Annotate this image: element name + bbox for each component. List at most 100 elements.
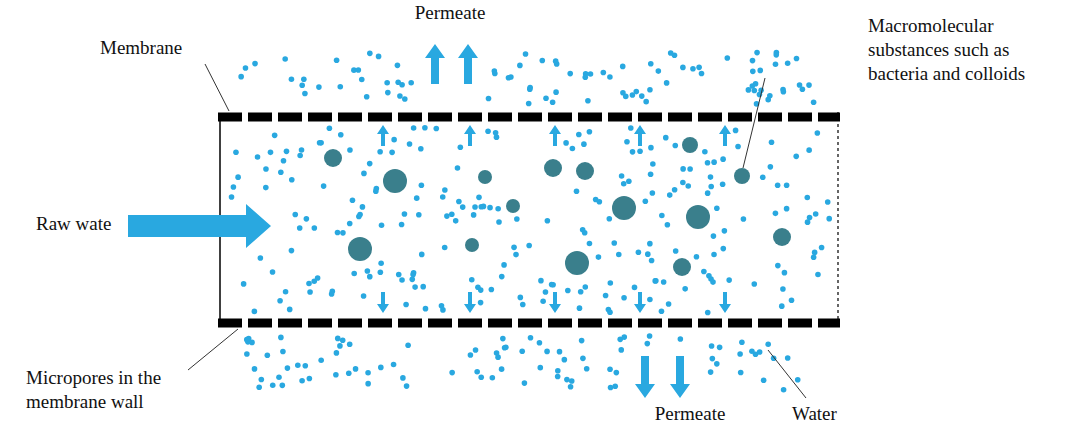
- water-molecule: [819, 245, 825, 251]
- water-molecule: [794, 56, 800, 62]
- water-molecule: [608, 385, 614, 391]
- water-molecule: [710, 279, 716, 285]
- water-molecule: [306, 281, 312, 287]
- water-molecule: [295, 362, 301, 368]
- water-molecule: [685, 183, 691, 189]
- water-molecule: [268, 150, 274, 156]
- water-molecule: [780, 286, 786, 292]
- water-molecule: [580, 356, 586, 362]
- water-molecule: [611, 240, 617, 246]
- water-molecule: [517, 63, 523, 69]
- water-molecule: [553, 89, 559, 95]
- water-molecule: [365, 381, 371, 387]
- water-molecule: [682, 286, 688, 292]
- water-molecule: [648, 171, 654, 177]
- water-molecule: [347, 147, 353, 153]
- water-molecule: [687, 166, 693, 172]
- water-molecule: [647, 297, 653, 303]
- water-molecule: [442, 245, 448, 251]
- water-molecule: [367, 161, 373, 167]
- water-molecule: [272, 133, 278, 139]
- water-molecule: [781, 387, 787, 393]
- water-molecule: [569, 378, 575, 384]
- water-molecule: [782, 270, 788, 276]
- macromolecule: [348, 237, 372, 261]
- water-molecule: [474, 369, 480, 375]
- macromolecule: [773, 228, 791, 246]
- water-molecule: [672, 53, 678, 59]
- water-molecule: [585, 98, 591, 104]
- flow-arrows: [377, 125, 731, 313]
- water-molecule: [825, 199, 831, 205]
- water-molecule: [492, 68, 498, 74]
- membrane-wall-bottom: [218, 319, 840, 328]
- water-molecule: [767, 93, 773, 99]
- water-molecule: [550, 282, 556, 288]
- water-molecule: [252, 366, 258, 372]
- water-molecule: [528, 335, 534, 341]
- water-molecule: [717, 345, 723, 351]
- water-molecule: [738, 370, 744, 376]
- water-molecule: [476, 195, 482, 201]
- macromolecule: [576, 162, 594, 180]
- water-molecule: [334, 57, 340, 63]
- macromolecule: [682, 137, 698, 153]
- water-molecule: [241, 281, 247, 287]
- flow-arrow-down: [377, 292, 389, 313]
- water-molecule: [612, 383, 618, 389]
- flow-arrow-down: [549, 292, 561, 313]
- water-molecule: [469, 277, 475, 283]
- water-molecule: [678, 336, 684, 342]
- water-molecule: [270, 382, 276, 388]
- water-molecule: [338, 132, 344, 138]
- water-molecule: [632, 285, 638, 291]
- water-molecule: [399, 277, 405, 283]
- water-molecule: [423, 306, 429, 312]
- water-molecule: [737, 351, 743, 357]
- water-molecule: [702, 149, 708, 155]
- water-molecule: [750, 58, 756, 64]
- water-molecule: [378, 365, 384, 371]
- water-molecule: [553, 58, 559, 64]
- macromolecule: [686, 205, 710, 229]
- water-molecule: [440, 194, 446, 200]
- water-molecule: [259, 377, 265, 383]
- water-molecule: [297, 225, 303, 231]
- raw-water-arrow: [128, 204, 271, 248]
- water-molecule: [757, 68, 763, 74]
- water-molecule: [726, 277, 732, 283]
- water-molecule: [643, 199, 649, 205]
- water-molecule: [587, 129, 593, 135]
- water-molecule: [337, 343, 343, 349]
- water-molecule: [495, 206, 501, 212]
- water-molecule: [555, 374, 561, 380]
- water-molecule: [317, 140, 323, 146]
- water-molecule: [495, 354, 501, 360]
- water-molecule: [414, 195, 420, 201]
- water-molecule: [597, 199, 603, 205]
- water-molecule: [806, 147, 812, 153]
- water-molecule: [754, 50, 760, 56]
- water-molecule: [636, 249, 642, 255]
- water-molecule: [307, 376, 313, 382]
- water-molecule: [699, 71, 705, 77]
- water-molecule: [757, 349, 763, 355]
- water-molecule: [568, 384, 574, 390]
- macromolecule: [324, 149, 342, 167]
- water-molecule: [596, 254, 602, 260]
- water-molecule: [793, 154, 799, 160]
- water-molecule: [489, 287, 495, 293]
- water-molecule: [335, 230, 341, 236]
- water-molecule: [416, 212, 422, 218]
- water-molecule: [773, 211, 779, 217]
- flow-arrow-down: [634, 292, 646, 313]
- macromolecule: [673, 258, 691, 276]
- water-molecule: [523, 51, 529, 57]
- water-molecule: [701, 269, 707, 275]
- water-molecule: [403, 302, 409, 308]
- water-molecule: [769, 139, 775, 145]
- water-molecule: [705, 310, 711, 316]
- water-molecule: [405, 342, 411, 348]
- water-molecule: [276, 374, 282, 380]
- water-molecule: [280, 383, 286, 389]
